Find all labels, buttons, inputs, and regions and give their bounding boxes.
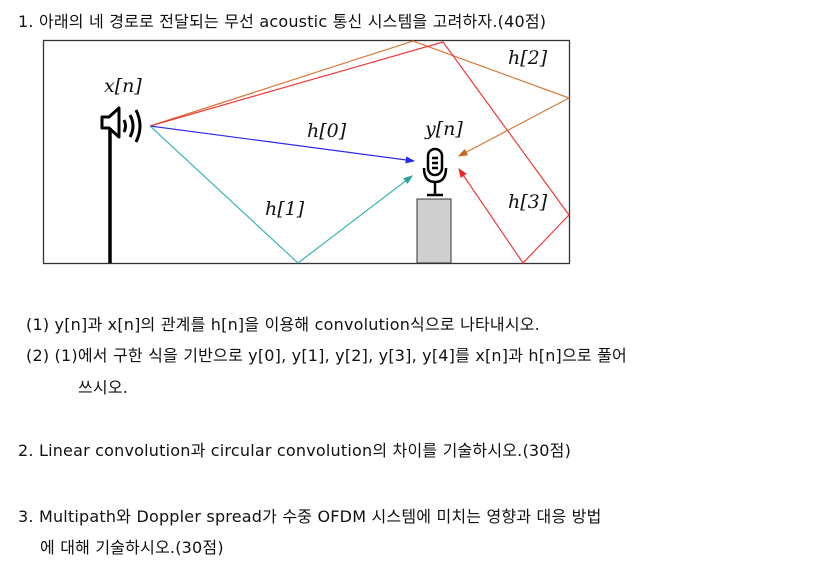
microphone-stand	[416, 198, 452, 264]
path-h0	[149, 125, 416, 164]
path-h2	[149, 40, 571, 157]
path-label-h2: h[2]	[508, 47, 548, 69]
path-label-h3: h[3]	[508, 191, 548, 213]
question-1-sub-2-line-1: (2) (1)에서 구한 식을 기반으로 y[0], y[1], y[2], y…	[26, 346, 627, 365]
path-h1	[149, 125, 413, 264]
question-1-sub-2-line-2: 쓰시오.	[78, 378, 129, 397]
path-label-h0: h[0]	[307, 120, 347, 142]
multipath-diagram: x[n] y[n] h[0] h[1] h[2] h[3]	[42, 39, 571, 265]
path-h3	[149, 41, 570, 264]
question-3-line-2: 에 대해 기술하시오.(30점)	[40, 538, 224, 557]
microphone-icon	[422, 147, 448, 197]
question-2: 2. Linear convolution과 circular convolut…	[18, 441, 572, 460]
question-1-title: 1. 아래의 네 경로로 전달되는 무선 acoustic 통신 시스템을 고려…	[18, 12, 547, 31]
question-1-sub-1: (1) y[n]과 x[n]의 관계를 h[n]을 이용해 convolutio…	[26, 315, 540, 334]
source-label: x[n]	[104, 75, 142, 97]
path-label-h1: h[1]	[265, 198, 305, 220]
speaker-icon	[100, 106, 142, 143]
environment-boundary	[42, 39, 571, 265]
receiver-label: y[n]	[424, 118, 463, 140]
question-3-line-1: 3. Multipath와 Doppler spread가 수중 OFDM 시스…	[18, 507, 602, 526]
